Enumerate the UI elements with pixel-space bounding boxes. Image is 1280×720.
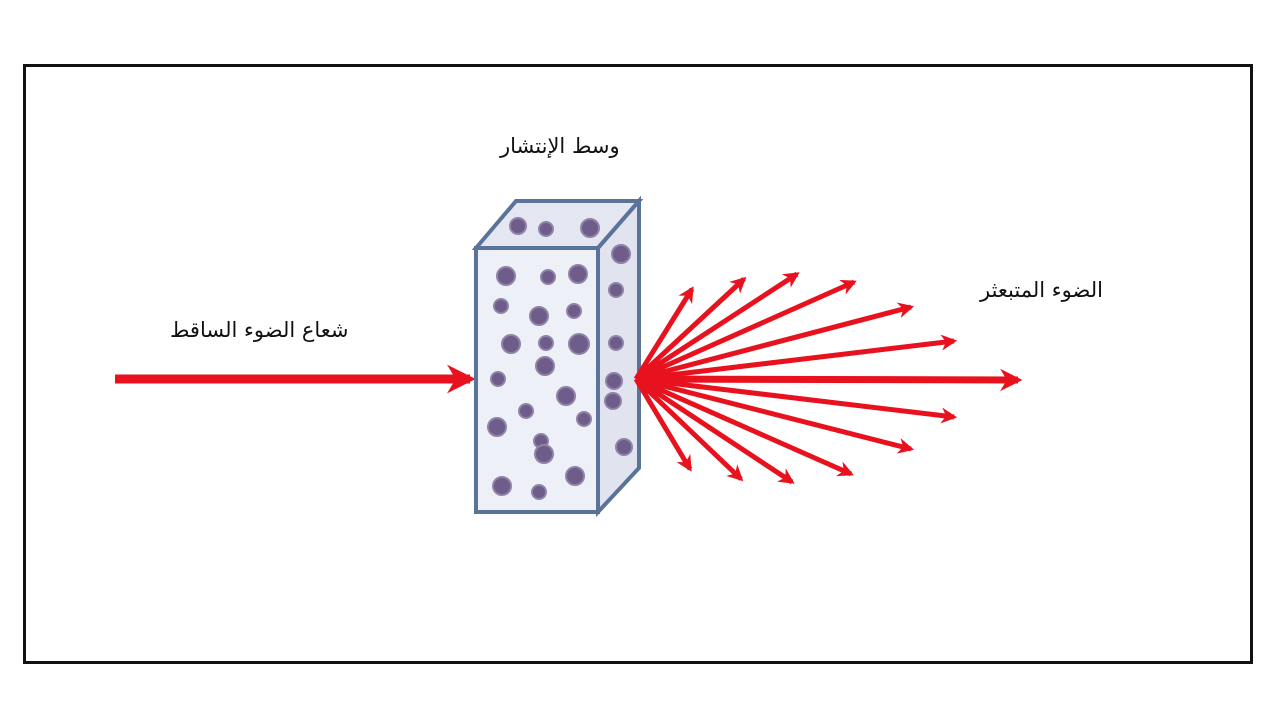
particle-dot [493, 298, 509, 314]
particle-dot [565, 466, 585, 486]
particle-dot [538, 335, 554, 351]
particle-dot [568, 333, 590, 355]
particle-dot [580, 218, 600, 238]
particle-dot [538, 221, 554, 237]
scattered-ray-arrow [634, 377, 744, 482]
scattered-light-label: الضوء المتبعثر [980, 278, 1103, 302]
particle-dot [534, 444, 554, 464]
incident-ray-label: شعاع الضوء الساقط [170, 318, 349, 342]
scattered-ray-arrow [634, 376, 854, 477]
particle-dot [568, 264, 588, 284]
particle-dot [611, 244, 631, 264]
particle-dot [490, 371, 506, 387]
scattered-ray-arrow [635, 376, 958, 424]
particle-dot [518, 403, 534, 419]
particle-dot [608, 282, 624, 298]
scattered-ray-arrow [635, 368, 1023, 392]
particle-dot [496, 266, 516, 286]
medium-label: وسط الإنتشار [500, 134, 620, 158]
scattered-ray-arrow [634, 279, 857, 382]
particle-dot [566, 303, 582, 319]
scattered-ray-arrow [635, 334, 958, 382]
particle-dot [487, 417, 507, 437]
particle-dot [608, 335, 624, 351]
scattered-rays [633, 271, 1023, 485]
scattered-ray-arrow [633, 286, 695, 381]
particle-dot [501, 334, 521, 354]
particle-dot [540, 269, 556, 285]
scattered-ray-arrow [635, 302, 915, 382]
particle-dot [556, 386, 576, 406]
particle-dot [604, 392, 622, 410]
particle-dot [509, 217, 527, 235]
scattered-ray-arrow [634, 376, 795, 485]
particle-dot [531, 484, 547, 500]
particles [487, 217, 633, 500]
scattered-ray-arrow [634, 271, 800, 382]
scattered-ray-arrow [635, 376, 915, 454]
particle-dot [605, 372, 623, 390]
scattered-ray-arrow [633, 377, 693, 472]
particle-dot [535, 356, 555, 376]
particle-dot [615, 438, 633, 456]
scattered-ray-arrow [634, 276, 747, 381]
particle-dot [529, 306, 549, 326]
particle-dot [492, 476, 512, 496]
particle-dot [576, 411, 592, 427]
